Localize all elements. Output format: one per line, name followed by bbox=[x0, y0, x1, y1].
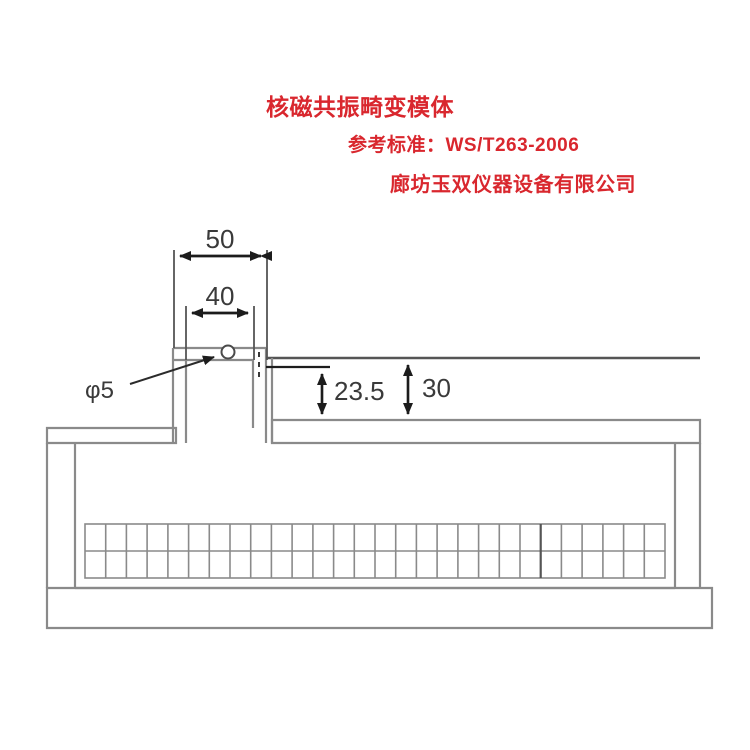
dimension-30: 30 bbox=[403, 364, 451, 415]
dimension-50: 50 bbox=[173, 224, 272, 360]
distortion-grid bbox=[84, 523, 666, 579]
dimension-40-label: 40 bbox=[206, 281, 235, 311]
hole-callout bbox=[129, 344, 236, 385]
hole-circle bbox=[220, 344, 236, 360]
grid-columns bbox=[104, 524, 646, 578]
dimension-30-label: 30 bbox=[422, 373, 451, 403]
dimension-40: 40 bbox=[185, 281, 255, 360]
dimension-23-5: 23.5 bbox=[266, 365, 385, 415]
dimension-50-label: 50 bbox=[206, 224, 235, 254]
phantom-body-outline bbox=[45, 418, 714, 630]
hole-diameter-label: φ5 bbox=[85, 377, 114, 404]
dimension-23-5-label: 23.5 bbox=[334, 376, 385, 406]
